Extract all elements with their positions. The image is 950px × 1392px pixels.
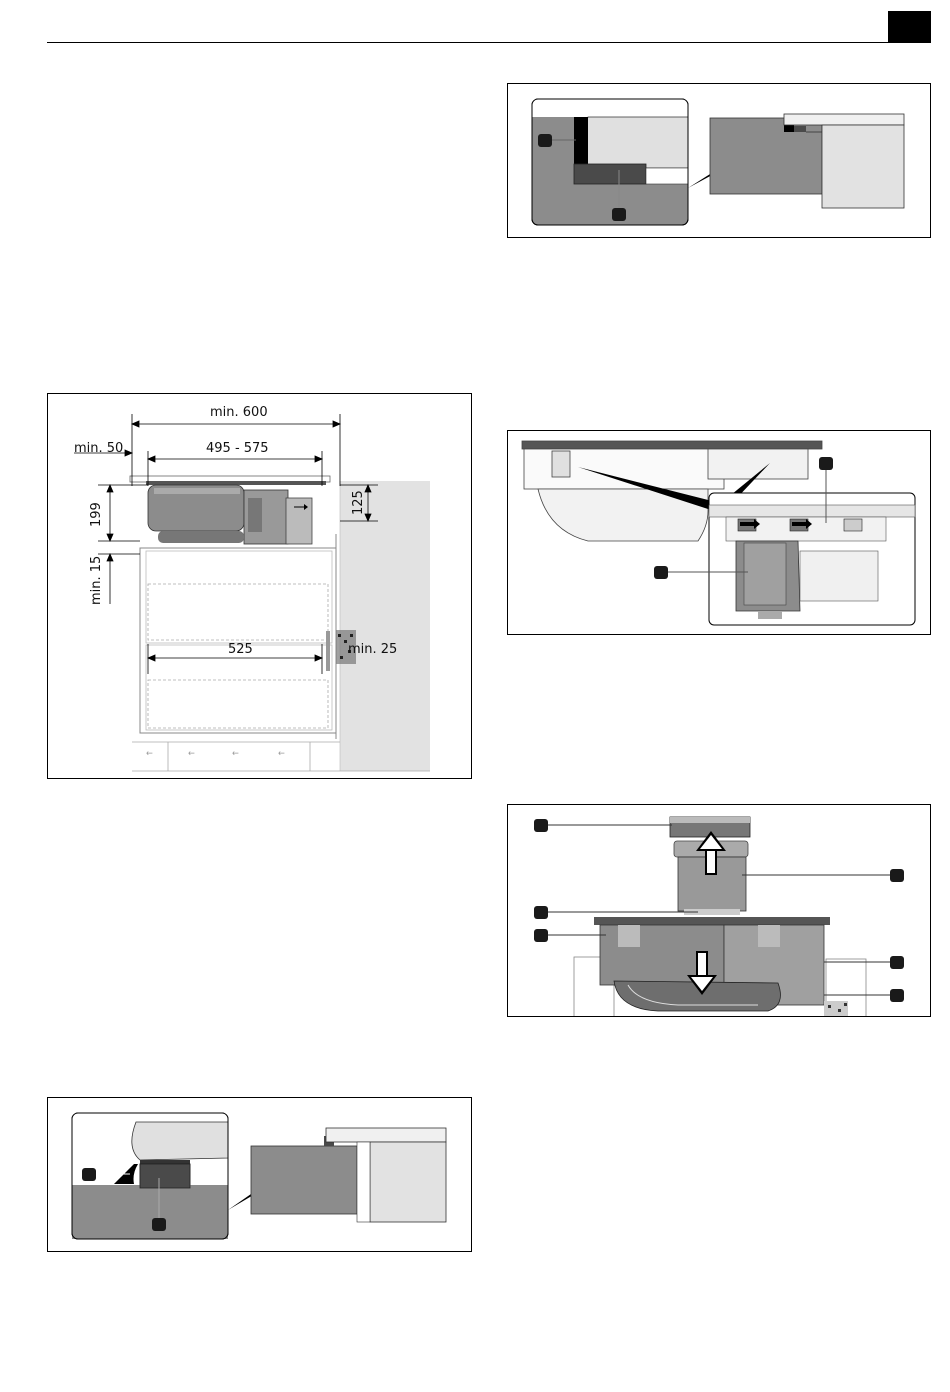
dim-label-left-gap: min. 50 [74,441,123,456]
clip-detail-drawing [508,431,931,635]
zoom-bubble [532,99,688,225]
callout-marker-hob-frame [534,929,606,942]
hob-unit-side [594,917,830,1011]
seal-detail-figure-bottom [47,1097,472,1252]
section-view [710,114,904,208]
callout-marker-duct-cap [534,819,672,832]
hob-unit [148,485,312,544]
dim-label-width-min: min. 600 [210,405,268,420]
clip-inset [709,493,915,625]
svg-text:←: ← [232,749,239,759]
installation-dimensions-drawing: ← ← ← ← [48,394,472,779]
installation-dimensions-figure: ← ← ← ← [47,393,472,779]
callout-marker-duct-tube [742,869,904,882]
dim-label-bottom-gap: min. 15 [89,556,104,605]
duct-removal-figure [507,804,931,1017]
section-view-bottom [251,1128,446,1222]
dim-label-rear-gap: min. 25 [348,642,397,657]
seal-detail-drawing-bottom [48,1098,472,1252]
page-tab-marker [888,11,931,43]
clip-detail-figure [507,430,931,635]
cabinet-texture [824,1001,848,1017]
hob-glass [146,481,326,485]
svg-text:←: ← [278,749,285,759]
svg-text:←: ← [146,749,153,759]
wall-surface [340,481,430,771]
base-cabinet [140,534,336,739]
dim-label-cutout: 495 - 575 [206,441,269,456]
dim-label-height-125: 125 [351,490,366,515]
duct-removal-drawing [508,805,931,1017]
dim-label-height-199: 199 [89,502,104,527]
svg-text:←: ← [188,749,195,759]
header-rule [47,42,931,43]
seal-detail-drawing-top [508,84,931,238]
seal-detail-figure-top [507,83,931,238]
dim-label-depth: 525 [228,642,253,657]
